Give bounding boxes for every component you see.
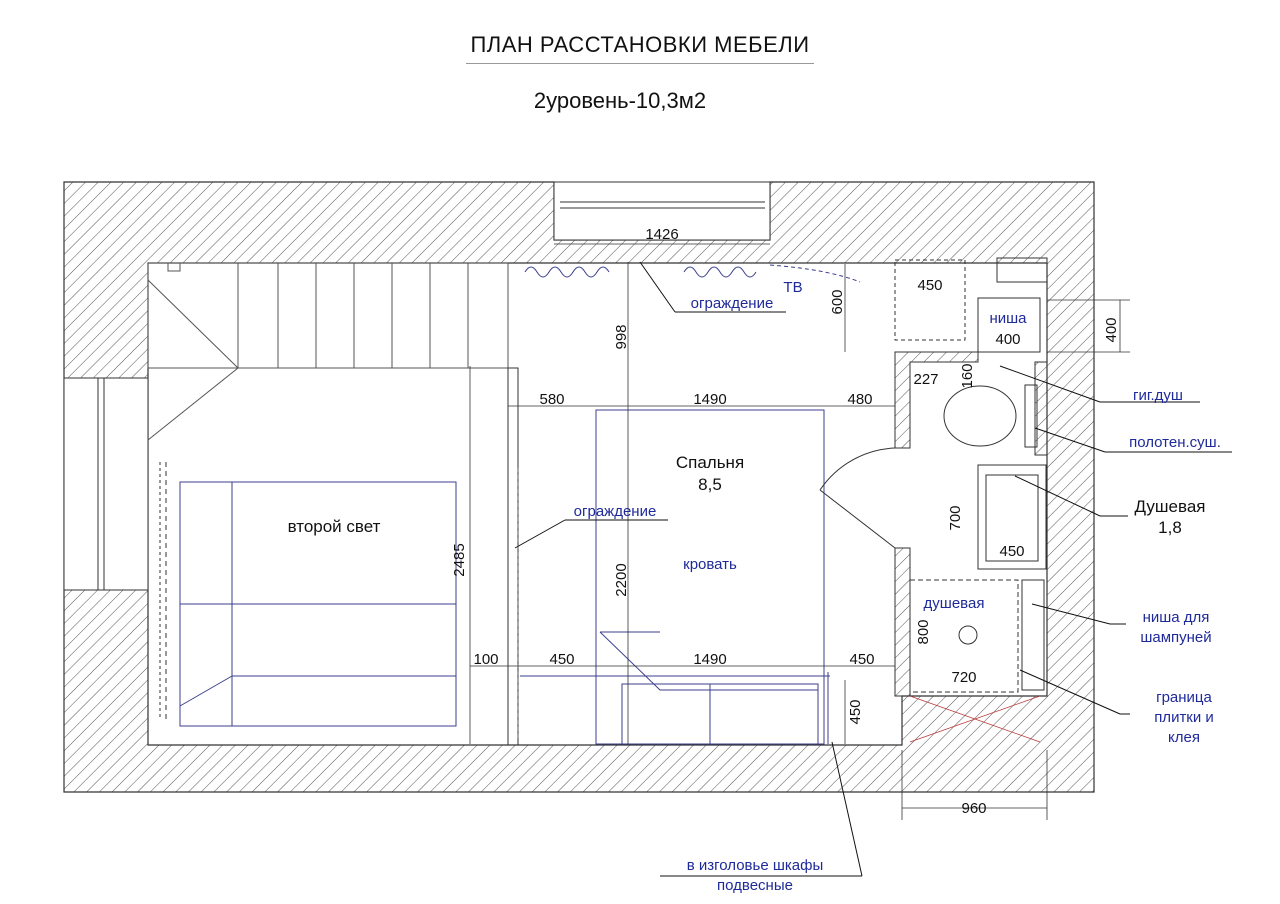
fence-curve-left xyxy=(524,266,610,278)
dim-450-sink: 450 xyxy=(999,543,1024,560)
staircase xyxy=(147,262,509,441)
shower-room-area: 1,8 xyxy=(1158,518,1182,537)
tile-callout-2: плитки и xyxy=(1154,709,1214,726)
dim-1490-bottom: 1490 xyxy=(693,651,726,668)
fence-left-label: ограждение xyxy=(574,503,657,520)
hyg-shower-callout: гиг.душ xyxy=(1133,387,1183,404)
dim-1490-top: 1490 xyxy=(693,391,726,408)
bathroom-fixtures xyxy=(894,257,1048,743)
dim-700: 700 xyxy=(947,505,964,530)
plan-title: ПЛАН РАССТАНОВКИ МЕБЕЛИ xyxy=(0,32,1280,64)
dim-450-left: 450 xyxy=(549,651,574,668)
niche-label: ниша xyxy=(989,310,1027,327)
dim-400-right: 400 xyxy=(1103,317,1120,342)
dim-580: 580 xyxy=(539,391,564,408)
dim-450-top: 450 xyxy=(917,277,942,294)
bed-label: кровать xyxy=(683,556,737,573)
dim-800: 800 xyxy=(915,619,932,644)
dim-2485: 2485 xyxy=(451,543,468,576)
dim-100: 100 xyxy=(473,651,498,668)
dim-450-vert: 450 xyxy=(847,699,864,724)
sofa-outline xyxy=(179,481,457,727)
cabinets-callout-1: в изголовье шкафы xyxy=(687,857,824,874)
dim-160: 160 xyxy=(959,363,976,388)
dimension-lines xyxy=(469,243,1130,820)
dim-2200: 2200 xyxy=(613,563,630,596)
dim-400-niche: 400 xyxy=(995,331,1020,348)
tile-callout-1: граница xyxy=(1156,689,1212,706)
tile-callout-3: клея xyxy=(1168,729,1200,746)
dim-720: 720 xyxy=(951,669,976,686)
dim-450-right: 450 xyxy=(849,651,874,668)
second-light-label: второй свет xyxy=(288,517,381,536)
shower-room-name: Душевая xyxy=(1135,497,1206,516)
dim-480: 480 xyxy=(847,391,872,408)
fence-curve-right xyxy=(683,266,757,278)
shampoo-callout-1: ниша для xyxy=(1143,609,1210,626)
towel-dryer-callout: полотен.суш. xyxy=(1129,434,1221,451)
exterior-walls xyxy=(63,181,1095,793)
callout-leaders xyxy=(514,261,1232,877)
tv-line xyxy=(769,264,861,283)
tv-label: ТВ xyxy=(783,279,802,296)
bed xyxy=(520,409,830,745)
shower-small-label: душевая xyxy=(924,595,985,612)
dim-600: 600 xyxy=(829,289,846,314)
dim-227: 227 xyxy=(913,371,938,388)
shampoo-callout-2: шампуней xyxy=(1140,629,1211,646)
bedroom-name: Спальня xyxy=(676,453,744,472)
bedroom-area: 8,5 xyxy=(698,475,722,494)
dim-1426: 1426 xyxy=(645,226,678,243)
cabinets-callout-2: подвесные xyxy=(717,877,793,894)
rail-left xyxy=(159,367,519,746)
plan-subtitle: 2уровень-10,3м2 xyxy=(533,88,707,113)
fence-top-label: ограждение xyxy=(691,295,774,312)
dim-960: 960 xyxy=(961,800,986,817)
door-swing xyxy=(819,447,896,549)
dim-998: 998 xyxy=(613,324,630,349)
